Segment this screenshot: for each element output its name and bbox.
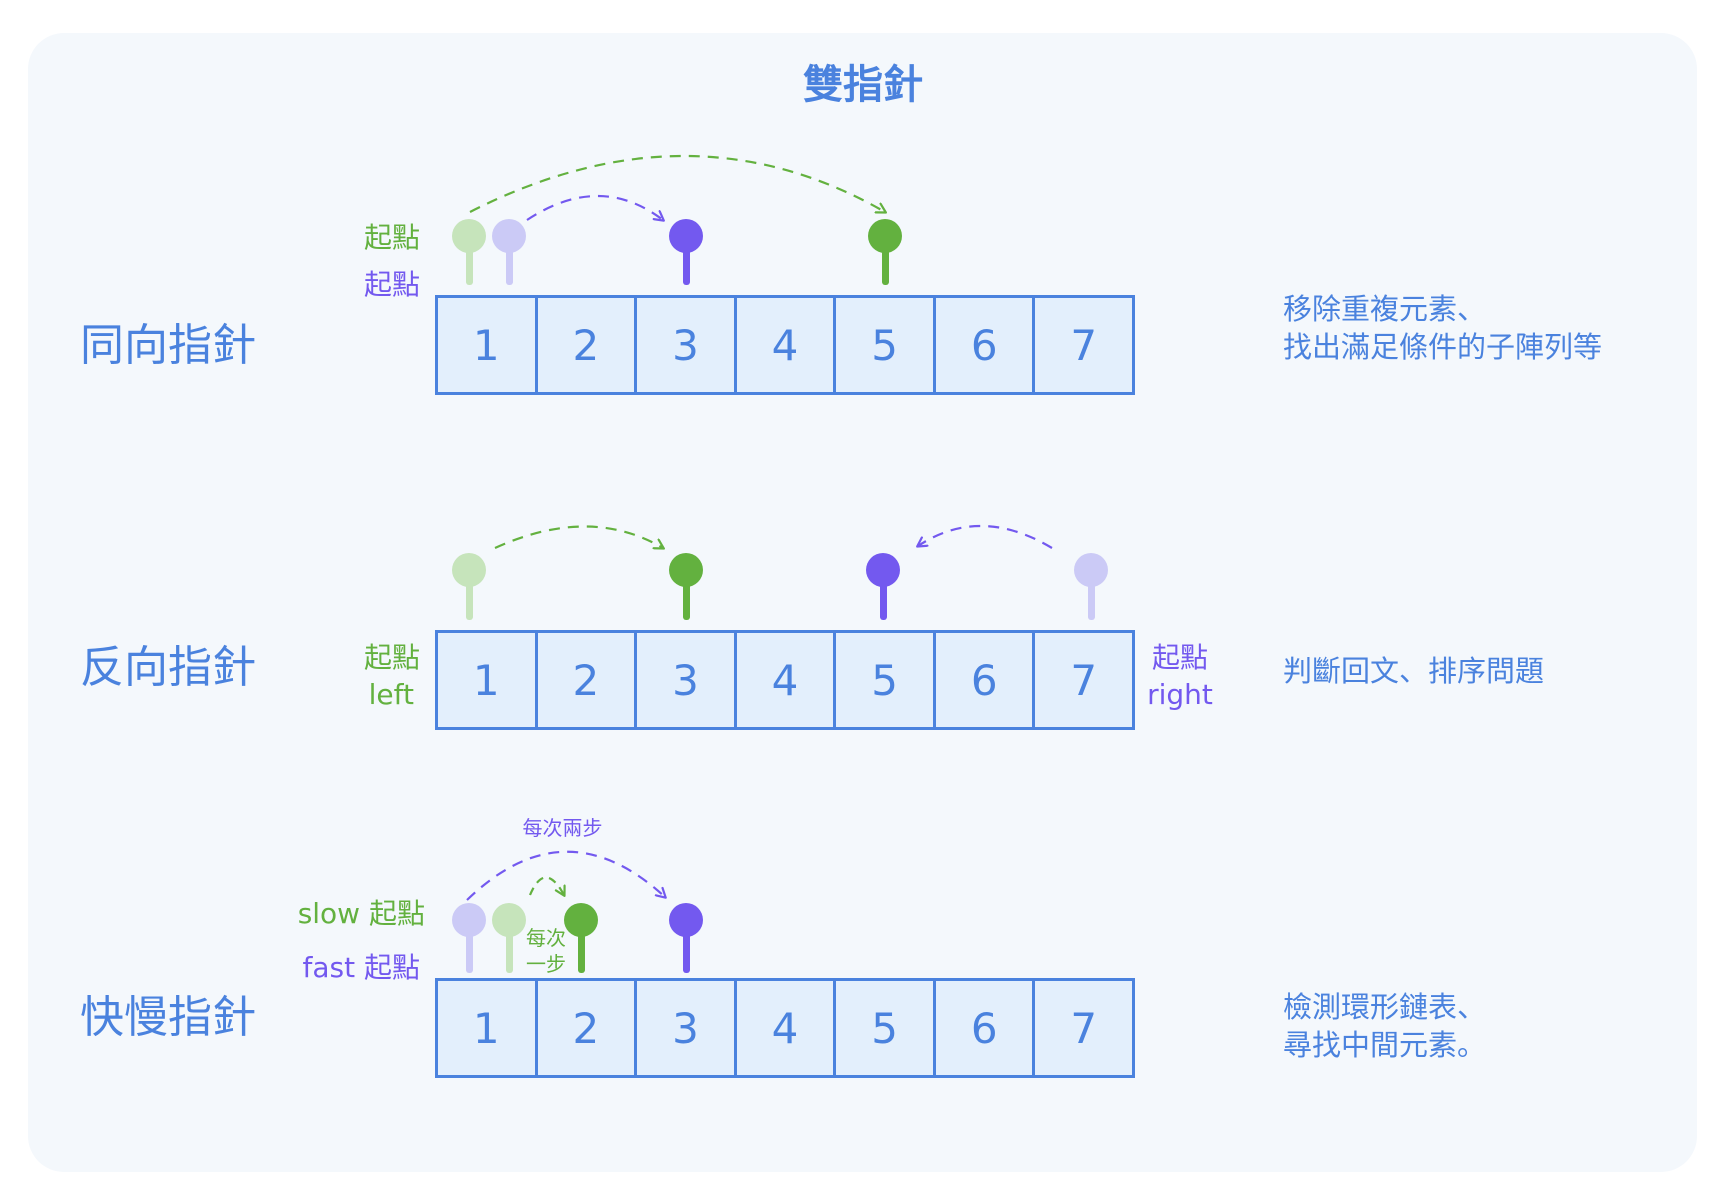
- arrow-green-move: [469, 154, 885, 212]
- arrow-right-move: [918, 524, 1053, 549]
- array-cell: 1: [438, 298, 538, 392]
- section-desc-same-direction: 移除重複元素、 找出滿足條件的子陣列等: [1283, 290, 1602, 366]
- pointer-right-icon: [866, 553, 900, 620]
- array-cell: 2: [538, 298, 638, 392]
- array-cell: 4: [737, 633, 837, 727]
- pointer-right-start-icon: [1074, 553, 1108, 620]
- label-slow-step-line: 每次: [526, 926, 566, 950]
- array-cell: 6: [936, 633, 1036, 727]
- pointer-purple-icon: [669, 219, 703, 285]
- label-right-start: 起點: [1151, 641, 1208, 674]
- array-cell: 1: [438, 981, 538, 1075]
- array-cell: 3: [637, 981, 737, 1075]
- arrow-fast-move: [466, 850, 665, 901]
- array-cell: 6: [936, 298, 1036, 392]
- desc-line: 判斷回文、排序問題: [1283, 654, 1545, 688]
- array-cell: 5: [836, 633, 936, 727]
- array-cell: 2: [538, 633, 638, 727]
- array-cell: 6: [936, 981, 1036, 1075]
- pointer-fast-icon: [669, 903, 703, 973]
- label-slow-step: 每次 一步: [515, 925, 577, 977]
- array-cell: 5: [836, 298, 936, 392]
- pointer-green-icon: [868, 219, 902, 285]
- array-cell: 4: [737, 298, 837, 392]
- label-fast-start: fast 起點: [302, 951, 420, 984]
- array-cell: 3: [637, 633, 737, 727]
- array-cell: 4: [737, 981, 837, 1075]
- section-title-opposite-direction: 反向指針: [80, 642, 256, 693]
- pointer-left-icon: [669, 553, 703, 620]
- section-desc-fast-slow: 檢測環形鏈表、 尋找中間元素。: [1283, 988, 1486, 1064]
- pointer-fast-start-icon: [452, 903, 486, 973]
- array-cell: 5: [836, 981, 936, 1075]
- label-slow-step-line: 一步: [526, 952, 566, 976]
- section-desc-opposite-direction: 判斷回文、排序問題: [1283, 652, 1544, 690]
- array: 1 2 3 4 5 6 7: [435, 295, 1135, 395]
- label-left: left: [368, 678, 414, 711]
- arrow-purple-move: [526, 195, 663, 220]
- label-fast-step: 每次兩步: [522, 816, 603, 840]
- array-cell: 3: [637, 298, 737, 392]
- array-cell: 2: [538, 981, 638, 1075]
- desc-line: 尋找中間元素。: [1283, 1028, 1487, 1062]
- array-cell: 1: [438, 633, 538, 727]
- label-purple-start: 起點: [363, 268, 420, 301]
- label-slow-start: slow 起點: [297, 897, 425, 930]
- array: 1 2 3 4 5 6 7: [435, 630, 1135, 730]
- pointer-slow-start-icon: [492, 903, 526, 973]
- array-cell: 7: [1070, 320, 1098, 370]
- pointer-green-start-icon: [452, 219, 486, 285]
- label-left-start: 起點: [363, 641, 420, 674]
- label-green-start: 起點: [363, 221, 420, 254]
- label-right: right: [1147, 678, 1213, 711]
- array-cell: 7: [1070, 1003, 1098, 1053]
- array: 1 2 3 4 5 6 7: [435, 978, 1135, 1078]
- array-cell: 7: [1070, 655, 1098, 705]
- desc-line: 移除重複元素、: [1283, 292, 1487, 326]
- pointer-purple-start-icon: [492, 219, 526, 285]
- main-title: 雙指針: [803, 62, 923, 108]
- section-title-fast-slow: 快慢指針: [80, 992, 256, 1043]
- pointer-left-start-icon: [452, 553, 486, 620]
- desc-line: 找出滿足條件的子陣列等: [1283, 330, 1603, 364]
- section-title-same-direction: 同向指針: [80, 320, 256, 371]
- arrow-slow-move: [528, 876, 564, 896]
- desc-line: 檢測環形鏈表、: [1283, 990, 1487, 1024]
- arrow-left-move: [494, 525, 663, 549]
- pointer-slow-icon: [564, 903, 598, 973]
